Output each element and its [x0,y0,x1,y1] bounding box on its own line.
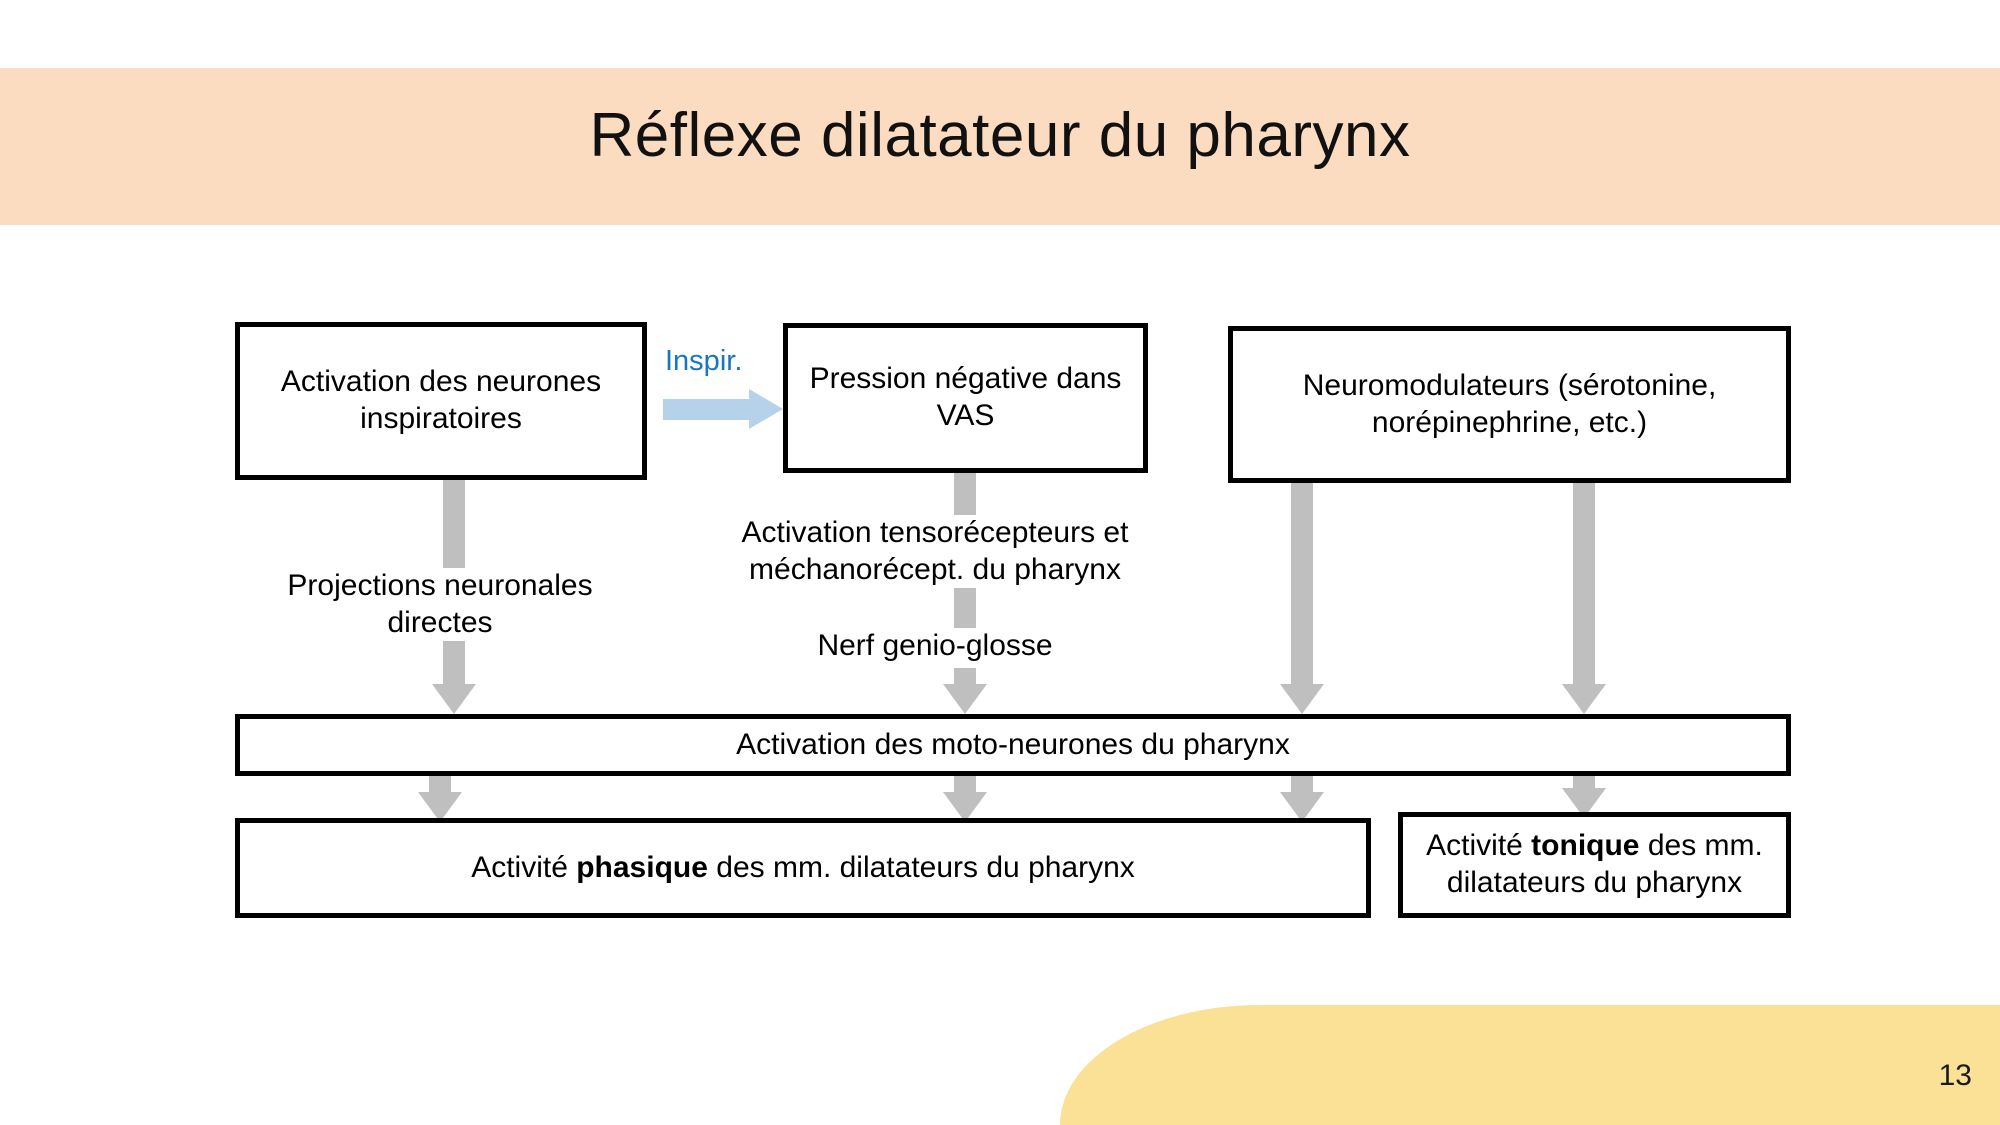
arrow-neuromod-right-to-motoneurons [1562,483,1606,714]
label-direct-projections: Projections neuronales directes [240,568,640,642]
box-phasic-activity-text: Activité phasique des mm. dilatateurs du… [461,850,1145,887]
arrow-nerve-to-motoneurons [943,668,987,714]
box-negative-pressure-text: Pression négative dans VAS [809,362,1122,432]
arrow-motoneurons-to-phasic-3 [1280,776,1324,822]
box-inspiratory-neurons: Activation des neurones inspiratoires [235,322,647,480]
arrow-pressure-to-tensoreceptors [943,473,987,521]
box-negative-pressure: Pression négative dans VAS [783,323,1148,473]
page-title: Réflexe dilatateur du pharynx [589,101,1411,170]
arrow-motoneurons-to-phasic-1 [418,776,462,822]
box-neuromodulators-text: Neuromodulateurs (sérotonine, norépineph… [1302,368,1717,439]
arrow-inspiratory-to-motoneurons-lower [432,640,476,714]
tonic-emphasis: tonique [1531,829,1640,863]
phasic-suffix: des mm. dilatateurs du pharynx [707,850,1135,884]
box-motoneurons-text: Activation des moto-neurones du pharynx [736,727,1290,761]
label-genioglossus-nerve: Nerf genio-glosse [760,628,1110,665]
label-tensoreceptors: Activation tensorécepteurs et méchanoréc… [700,515,1170,589]
box-neuromodulators: Neuromodulateurs (sérotonine, norépineph… [1228,326,1791,483]
arrow-motoneurons-to-phasic-2 [943,776,987,822]
footer-accent-shape [1060,1005,2000,1125]
phasic-emphasis: phasique [576,850,708,884]
box-tonic-activity-text: Activité tonique des mm. dilatateurs du … [1403,828,1786,901]
page-number: 13 [1938,1059,1972,1092]
box-tonic-activity: Activité tonique des mm. dilatateurs du … [1398,812,1791,918]
inspiration-arrow-head [749,389,783,429]
inspiration-arrow-shaft [663,399,751,420]
box-motoneurons: Activation des moto-neurones du pharynx [235,714,1791,776]
header-band [0,68,2000,225]
box-inspiratory-neurons-text: Activation des neurones inspiratoires [280,365,602,435]
arrow-inspiratory-to-motoneurons-upper [432,480,476,572]
inspiration-label: Inspir. [665,345,743,377]
phasic-prefix: Activité [471,850,577,884]
arrow-tensoreceptors-to-nerve [943,588,987,630]
box-phasic-activity: Activité phasique des mm. dilatateurs du… [235,818,1371,918]
arrow-neuromod-left-to-motoneurons [1280,483,1324,714]
inspiration-arrow [663,389,783,429]
tonic-suffix: des mm. dilatateurs du pharynx [1446,829,1763,899]
tonic-prefix: Activité [1426,829,1532,863]
